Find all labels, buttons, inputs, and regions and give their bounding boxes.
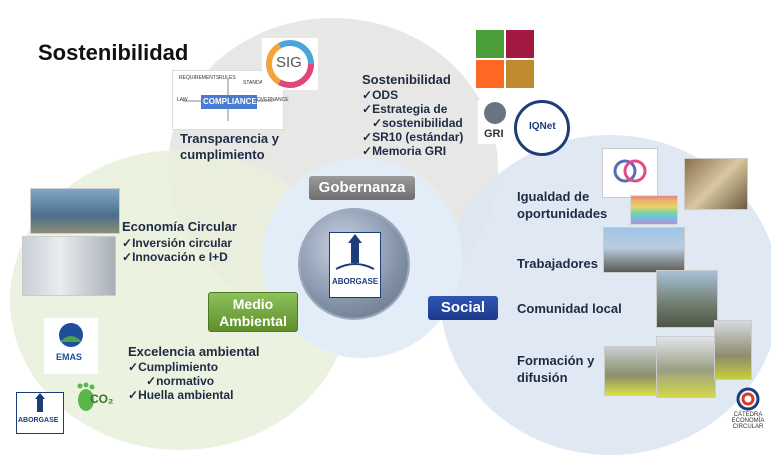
training-photo-2: [656, 336, 716, 398]
social-item-line2: oportunidades: [517, 206, 608, 221]
compliance-word-standards: STANDARDS: [243, 80, 274, 86]
social-item-formacion: Formación y difusión: [517, 352, 594, 386]
excelencia-list: Cumplimiento normativo Huella ambiental: [128, 360, 233, 402]
medio-label-line1: Medio: [232, 296, 274, 312]
compliance-graphic: REQUIREMENTS RULES STANDARDS LAW GOVERNA…: [172, 70, 289, 130]
social-item-line1: Igualdad de: [517, 189, 590, 204]
gri-logo: GRI: [478, 100, 512, 144]
plant-photo: [30, 188, 120, 234]
ods-tile: [476, 30, 504, 58]
excelencia-heading: Excelencia ambiental: [128, 344, 260, 359]
list-item: Cumplimiento: [128, 360, 233, 374]
transparency-heading: Transparencia y cumplimiento: [180, 131, 279, 163]
sig-logo: SIG: [262, 38, 318, 90]
compliance-word-law: LAW: [177, 97, 188, 103]
social-item-comunidad: Comunidad local: [517, 301, 622, 316]
social-label: Social: [428, 296, 498, 320]
social-item-line1: Formación y: [517, 353, 595, 368]
equality-icon: [602, 148, 658, 198]
catedra-line1: CÁTEDRA: [733, 412, 763, 418]
workers-group-photo: [603, 227, 685, 273]
list-item: sostenibilidad: [362, 116, 463, 130]
rainbow-image: [630, 195, 678, 225]
social-item-trabajadores: Trabajadores: [517, 256, 598, 271]
page-title: Sostenibilidad: [38, 40, 189, 65]
compliance-word-governance: GOVERNANCE: [253, 97, 289, 103]
list-item: ODS: [362, 88, 463, 102]
list-item: Inversión circular: [122, 236, 232, 250]
transparency-line1: Transparencia y: [180, 131, 279, 146]
medio-label-line2: Ambiental: [219, 313, 287, 329]
gobernanza-label: Gobernanza: [309, 176, 415, 200]
catedra-line2: ECONOMÍA: [731, 418, 765, 424]
co2-footprint-icon: CO₂: [74, 382, 118, 412]
co2-text: CO₂: [90, 392, 114, 406]
iqnet-text: IQNet: [529, 121, 556, 132]
compliance-word-rules: RULES: [219, 75, 236, 81]
ods-tile: [506, 60, 534, 88]
corner-logo-text: ABORGASE: [18, 417, 59, 424]
gri-text: GRI: [484, 128, 504, 140]
ods-icons: [476, 30, 534, 88]
workers-photo-1: [684, 158, 748, 210]
catedra-logo: CÁTEDRA ECONOMÍA CIRCULAR: [728, 386, 768, 446]
list-item: Estrategia de: [362, 102, 463, 116]
compliance-word-main: COMPLIANCE: [203, 97, 257, 106]
list-item: Innovación e I+D: [122, 250, 232, 264]
center-logo-text: ABORGASE: [332, 277, 379, 286]
center-logo-disc: ABORGASE: [300, 210, 408, 318]
list-item: Huella ambiental: [128, 388, 233, 402]
sig-text: SIG: [276, 54, 302, 71]
compliance-word-requirements: REQUIREMENTS: [179, 75, 220, 81]
center-logo: ABORGASE: [329, 232, 381, 298]
social-item-line2: difusión: [517, 370, 568, 385]
emas-text: EMAS: [56, 352, 83, 362]
sostenibilidad-heading: Sostenibilidad: [362, 72, 451, 87]
community-photo: [656, 270, 718, 328]
iqnet-logo: IQNet: [514, 100, 570, 156]
list-item: SR10 (estándar): [362, 130, 463, 144]
training-photo-1: [604, 346, 662, 396]
corner-logo: ABORGASE: [16, 392, 64, 434]
list-item: Memoria GRI: [362, 144, 463, 158]
list-item: normativo: [128, 374, 233, 388]
economia-heading: Economía Circular: [122, 219, 237, 234]
emas-logo: EMAS: [44, 318, 98, 374]
social-item-igualdad: Igualdad de oportunidades: [517, 188, 607, 222]
lab-photo: [22, 236, 116, 296]
ods-tile: [476, 60, 504, 88]
ods-tile: [506, 30, 534, 58]
medio-ambiental-label: Medio Ambiental: [208, 292, 298, 332]
catedra-line3: CIRCULAR: [732, 424, 764, 430]
sostenibilidad-list: ODS Estrategia de sostenibilidad SR10 (e…: [362, 88, 463, 158]
economia-list: Inversión circular Innovación e I+D: [122, 236, 232, 264]
training-photo-3: [714, 320, 752, 380]
transparency-line2: cumplimiento: [180, 147, 265, 162]
